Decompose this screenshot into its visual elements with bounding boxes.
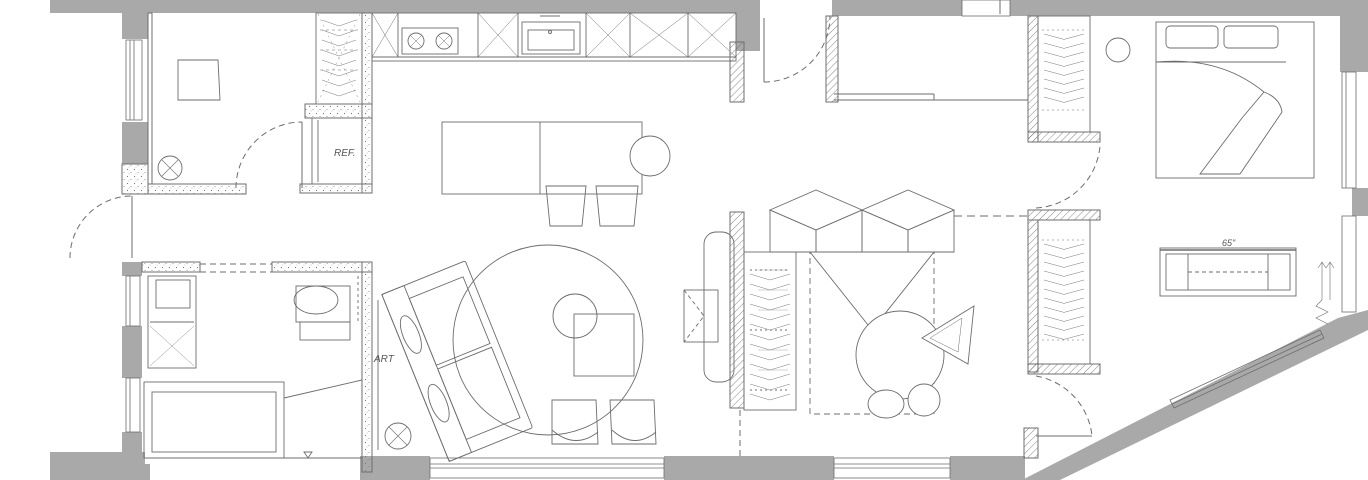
closet-hangers bbox=[321, 19, 1085, 401]
exterior-walls bbox=[50, 0, 1368, 480]
tv-size-label: 65" bbox=[1222, 238, 1236, 248]
fridge-label: REF. bbox=[334, 148, 356, 159]
living-room bbox=[377, 244, 657, 463]
study-area bbox=[683, 189, 975, 419]
bedroom bbox=[1037, 15, 1335, 365]
bathroom bbox=[143, 275, 363, 459]
art-label: ART bbox=[373, 354, 395, 365]
doors bbox=[69, 0, 1101, 437]
kitchen-counter bbox=[311, 12, 737, 185]
windows bbox=[125, 0, 1357, 479]
partitions bbox=[121, 12, 1101, 473]
kitchen-island bbox=[441, 121, 671, 227]
laundry-room bbox=[157, 59, 221, 181]
